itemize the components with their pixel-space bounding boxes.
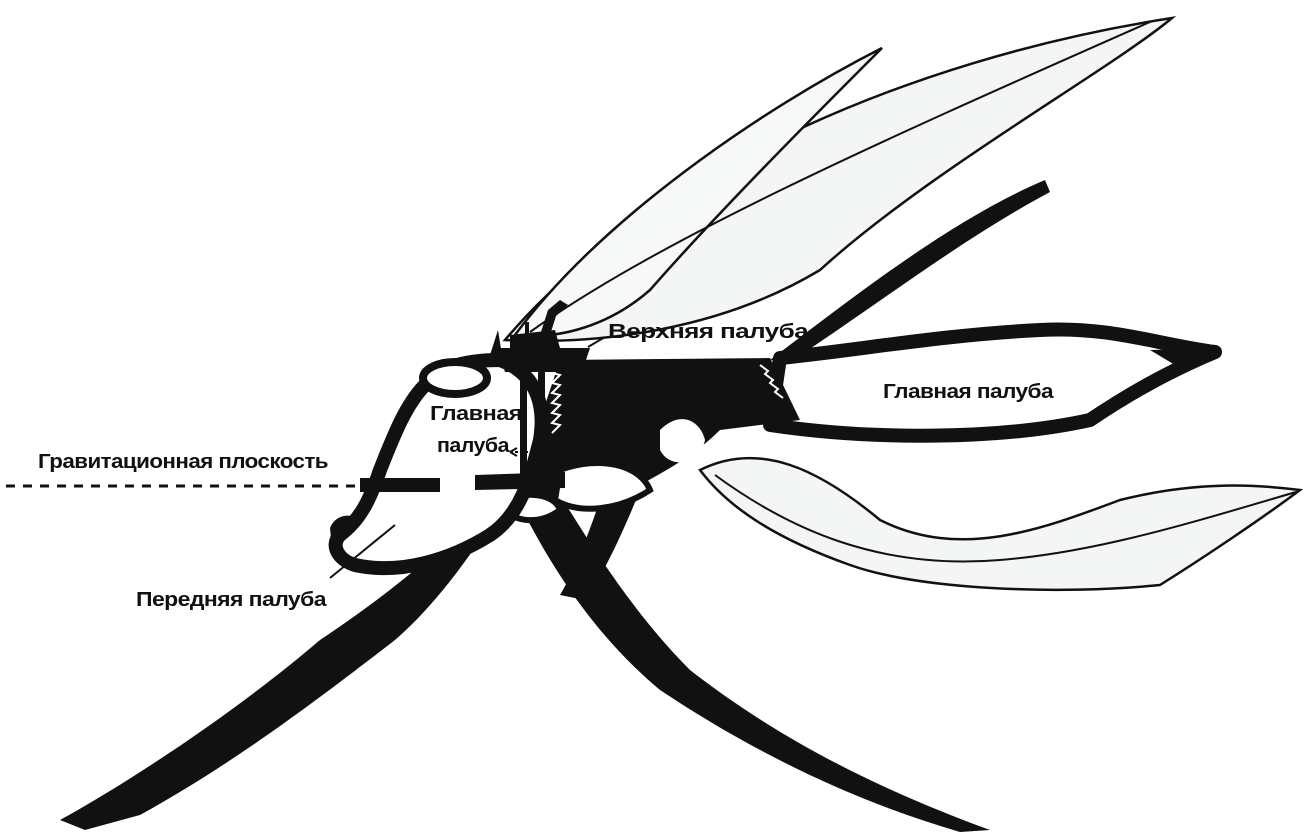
label-front-deck: Передняя палуба xyxy=(136,589,328,611)
label-upper-deck: Верхняя палуба xyxy=(608,321,810,343)
gravity-plane-bar xyxy=(360,478,440,492)
bridge-fin-left xyxy=(490,330,502,355)
upper-wings xyxy=(505,18,1172,341)
label-main-deck-inner-line1: Главная xyxy=(430,403,522,425)
head-dome xyxy=(423,362,487,394)
lower-wing xyxy=(700,458,1300,590)
lower-wings xyxy=(700,458,1300,590)
front-hull xyxy=(330,360,565,568)
elevator-shaft-right xyxy=(538,370,545,475)
label-gravity-plane: Гравитационная плоскость xyxy=(38,451,328,473)
thorax-joint xyxy=(555,463,650,509)
label-main-deck-inner-line2: палуба xyxy=(437,435,510,457)
bridge-antenna xyxy=(525,322,529,336)
bridge-deck xyxy=(498,348,590,372)
label-main-deck-right: Главная палуба xyxy=(883,381,1055,403)
